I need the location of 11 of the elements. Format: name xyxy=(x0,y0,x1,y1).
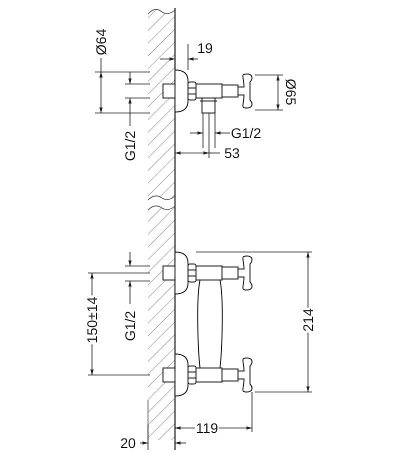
dimension-label: G1/2 xyxy=(123,130,137,162)
dimension-label: Ø65 xyxy=(284,78,298,106)
dimension-label: 150±14 xyxy=(85,296,99,344)
dimension-label: G1/2 xyxy=(123,310,137,342)
dimension-label: 20 xyxy=(119,436,137,450)
dimension-label: 19 xyxy=(196,41,214,55)
dimension-label: 53 xyxy=(223,146,241,160)
dimension-label: 119 xyxy=(194,421,220,435)
dimension-label: Ø64 xyxy=(94,28,108,56)
dimension-label: G1/2 xyxy=(230,126,262,140)
dimension-label: 214 xyxy=(301,307,315,333)
